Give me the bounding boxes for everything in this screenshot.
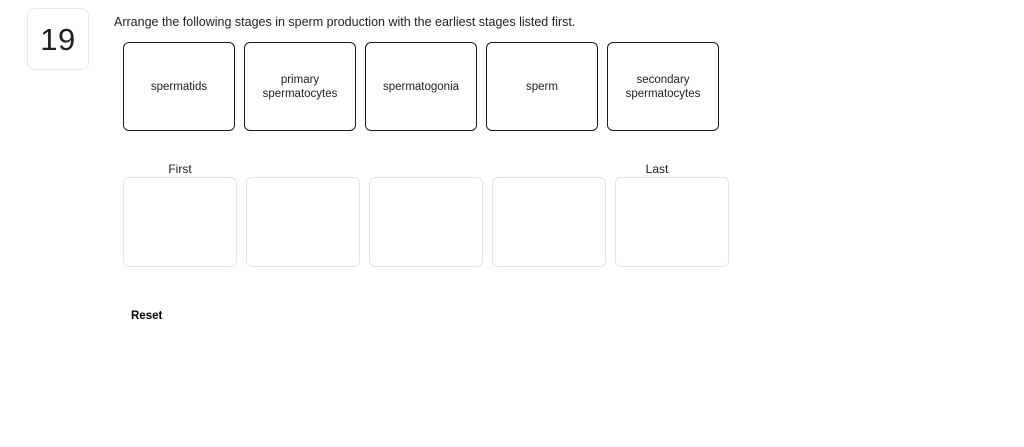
- drop-slot-5[interactable]: [615, 177, 729, 267]
- drop-slot-4[interactable]: [492, 177, 606, 267]
- drop-slot-2[interactable]: [246, 177, 360, 267]
- reset-button[interactable]: Reset: [131, 310, 163, 322]
- drop-slot-1[interactable]: [123, 177, 237, 267]
- answer-card-sperm[interactable]: sperm: [486, 42, 598, 131]
- answer-card-spermatogonia[interactable]: spermatogonia: [365, 42, 477, 131]
- drop-slot-3[interactable]: [369, 177, 483, 267]
- question-number-badge: 19: [27, 8, 89, 70]
- order-label-last: Last: [645, 162, 669, 176]
- answer-card-spermatids[interactable]: spermatids: [123, 42, 235, 131]
- order-label-first: First: [168, 162, 192, 176]
- question-number: 19: [40, 21, 76, 57]
- drop-slots-row: [123, 177, 729, 267]
- question-prompt: Arrange the following stages in sperm pr…: [114, 15, 576, 29]
